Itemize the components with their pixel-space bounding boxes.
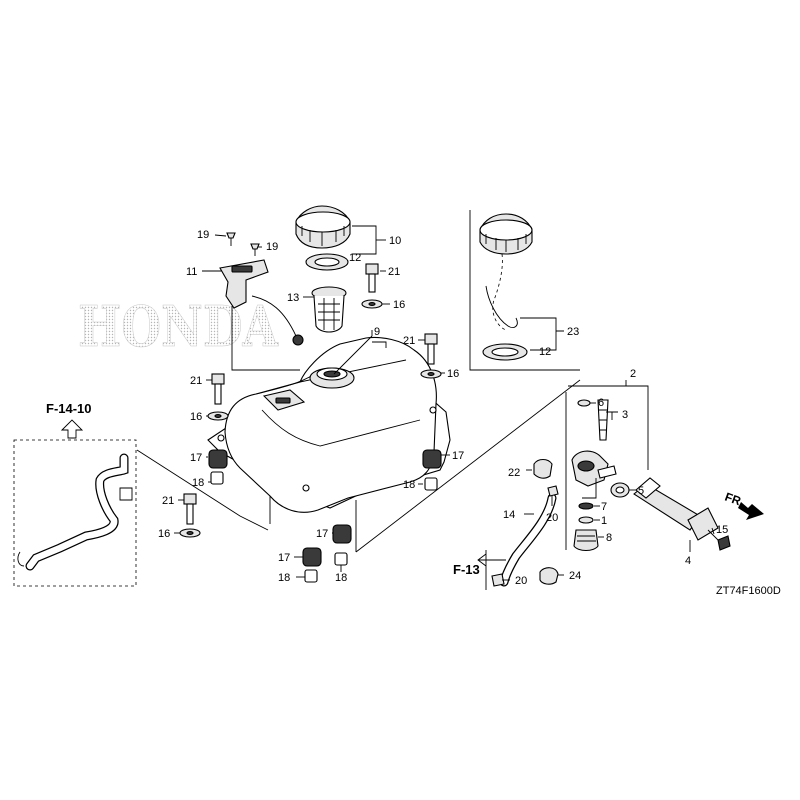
callout-14: 14: [503, 509, 515, 521]
callout-1: 1: [601, 515, 607, 527]
callout-16d: 16: [158, 528, 170, 540]
callout-21a: 21: [388, 266, 400, 278]
fuel-cap: [295, 205, 351, 249]
callout-20b: 20: [515, 575, 527, 587]
screw-15: [707, 527, 731, 551]
drawing-code: ZT74F1600D: [716, 585, 781, 597]
callout-17d: 17: [278, 552, 290, 564]
callout-12a: 12: [349, 252, 361, 264]
mount-rubber-17-right: [422, 449, 442, 491]
bolt-21-lower: [183, 493, 197, 525]
callout-16c: 16: [190, 411, 202, 423]
fuel-tube-14: [499, 493, 557, 587]
callout-11: 11: [186, 266, 197, 278]
callout-21b: 21: [403, 335, 415, 347]
callout-2: 2: [630, 368, 636, 380]
callout-21c: 21: [190, 375, 202, 387]
callout-17a: 17: [190, 452, 202, 464]
callout-9: 9: [374, 326, 380, 338]
front-indicator-label: FR.: [723, 490, 746, 510]
fuel-tank: [207, 336, 451, 524]
mount-rubber-17-bottom-left: [302, 547, 322, 583]
clamp-24: [539, 567, 564, 585]
clip-20a: [547, 485, 559, 506]
bolt-21-right: [424, 333, 438, 365]
callout-4: 4: [685, 555, 691, 567]
fuel-valve-group: [565, 380, 649, 552]
inset-breather-tube: [13, 419, 137, 587]
front-arrow-icon: [738, 502, 764, 520]
fuel-strainer: [311, 286, 347, 333]
callout-19b: 19: [266, 241, 278, 253]
callout-24: 24: [569, 570, 581, 582]
callout-21d: 21: [162, 495, 174, 507]
callout-17b: 17: [452, 450, 464, 462]
callout-8: 8: [606, 532, 612, 544]
washer-16-left: [207, 411, 229, 421]
leader-lines: [136, 225, 581, 578]
screw-19a: [226, 232, 236, 246]
washer-16-lower: [179, 528, 201, 538]
callout-16b: 16: [447, 368, 459, 380]
clip-20b: [491, 573, 510, 587]
callout-15: 15: [716, 524, 728, 536]
callout-23: 23: [567, 326, 579, 338]
honda-watermark: HONDA: [78, 294, 279, 360]
mount-rubber-17-bottom-right: [332, 524, 352, 566]
callout-6: 6: [598, 397, 604, 409]
callout-13: 13: [287, 292, 299, 304]
callout-numbers: 19 19 11 10 12 21 13 16 9 21 16 21 16 17…: [158, 229, 728, 587]
callout-3: 3: [622, 409, 628, 421]
callout-7: 7: [601, 501, 607, 513]
callout-12b: 12: [539, 346, 551, 358]
callout-18a: 18: [192, 477, 204, 489]
callout-18b: 18: [403, 479, 415, 491]
callout-16a: 16: [393, 299, 405, 311]
callout-20a: 20: [546, 512, 558, 524]
ref-f13-label: F-13: [453, 562, 480, 577]
ref-f14-10-label: F-14-10: [46, 401, 92, 416]
fuel-joint-4: [633, 477, 719, 552]
fuel-gauge: [219, 259, 304, 346]
bolt-21-left: [211, 373, 225, 405]
callout-17c: 17: [316, 528, 328, 540]
callout-10: 10: [389, 235, 401, 247]
mount-rubber-17-left: [208, 449, 228, 485]
callout-18d: 18: [335, 572, 347, 584]
bolt-21-top: [365, 263, 379, 293]
screw-19b: [250, 243, 260, 256]
inset-cap-tether: [469, 210, 580, 371]
callout-19a: 19: [197, 229, 209, 241]
packing-5: [610, 482, 636, 498]
callout-22: 22: [508, 467, 520, 479]
washer-16-top: [361, 299, 383, 309]
f13-ref-arrow: [477, 550, 506, 590]
washer-16-right: [420, 369, 442, 379]
cap-gasket: [305, 253, 349, 271]
callout-5: 5: [638, 485, 644, 497]
clamp-22: [526, 458, 553, 479]
callout-18c: 18: [278, 572, 290, 584]
